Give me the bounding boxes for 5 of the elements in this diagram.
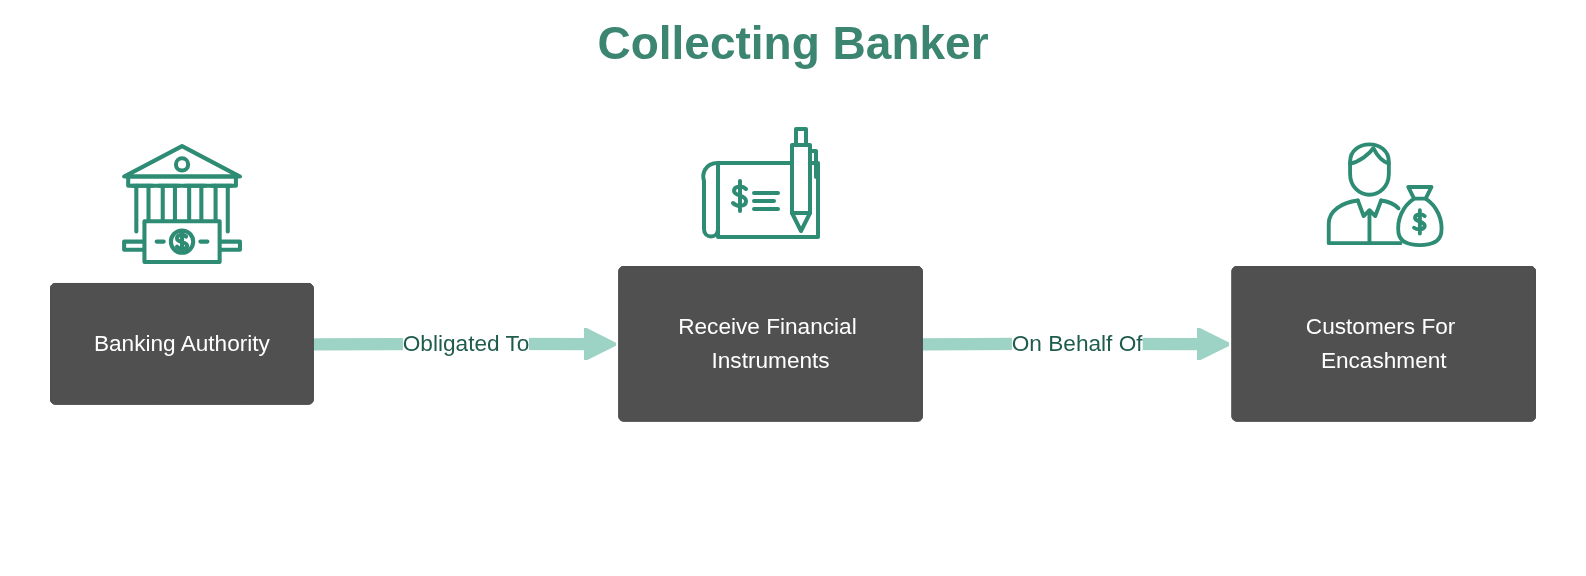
arrow	[922, 326, 1231, 362]
diagram-title: Collecting Banker	[597, 16, 989, 71]
edge-label: On Behalf Of	[1011, 330, 1143, 357]
edge-label: Obligated To	[402, 330, 530, 357]
arrow	[313, 326, 618, 362]
